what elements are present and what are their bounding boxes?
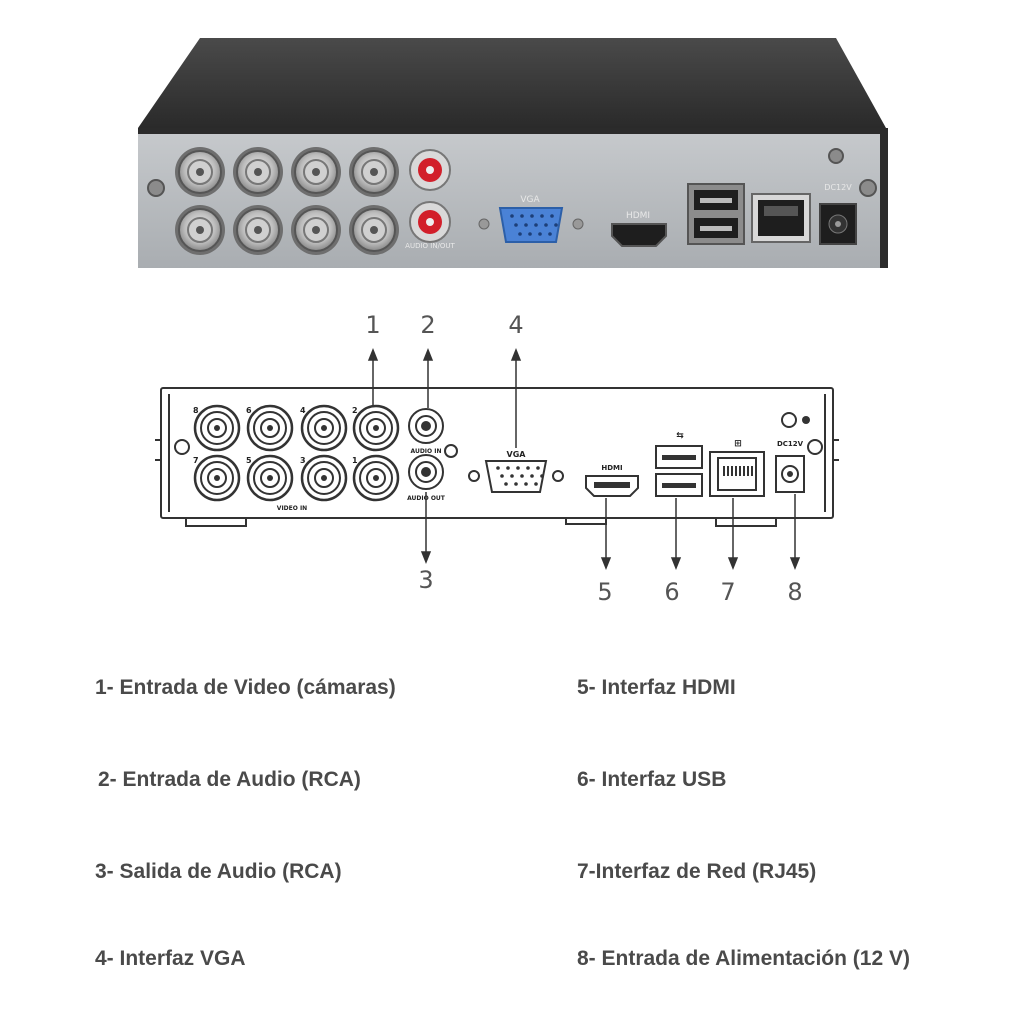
bnc-connector-photo [175,147,225,197]
bnc-number: 4 [300,406,306,415]
diagram-hdmi-port [585,475,639,497]
audio-label-photo: AUDIO IN/OUT [405,242,455,250]
bnc-connector: 7 [193,454,241,502]
callout-1: 1 [365,311,380,339]
diagram-dc-jack [775,455,805,493]
bnc-number: 6 [246,406,252,415]
hdmi-label-photo: HDMI [626,211,650,221]
bnc-connector: 4 [300,404,348,452]
legend-item-8: 8- Entrada de Alimentación (12 V) [577,947,910,970]
audio-in-label: AUDIO IN [411,448,442,455]
callout-lines [367,347,801,571]
bnc-number: 3 [300,456,306,465]
vga-label: VGA [507,450,527,459]
rca-audio-in-photo [409,149,451,191]
bnc-connector: 1 [352,454,400,502]
vga-label-photo: VGA [520,195,540,205]
bnc-connector-photo [291,205,341,255]
diagram-rca-out [408,454,444,490]
rca-audio-out-photo [409,201,451,243]
ground-screw [828,148,844,164]
bnc-connector: 5 [246,454,294,502]
bnc-number: 7 [193,456,199,465]
network-symbol: ⊞ [734,439,742,449]
legend-item-3: 3- Salida de Audio (RCA) [95,860,342,883]
hdmi-label: HDMI [601,464,622,472]
diagram-ground-screw [781,412,797,428]
vga-port-photo [498,207,564,243]
diagram-usb-ports [655,445,703,497]
bnc-connector: 6 [246,404,294,452]
bnc-number: 1 [352,456,358,465]
bnc-number: 5 [246,456,252,465]
hdmi-port-photo [611,223,667,247]
diagram-screw-right [807,439,823,455]
bnc-connector-photo [233,205,283,255]
bnc-connector-photo [233,147,283,197]
bnc-number: 2 [352,406,358,415]
usb-symbol: ⇆ [676,431,684,441]
screw-right [859,179,877,197]
diagram-rj45-port [709,451,765,497]
diagram-rca-in [408,408,444,444]
screw-left [147,179,165,197]
callout-5: 5 [597,578,612,606]
legend-item-2: 2- Entrada de Audio (RCA) [98,768,361,791]
diagram-chassis [155,387,839,527]
video-in-label: VIDEO IN [277,505,307,512]
bnc-connector-photo [349,205,399,255]
callout-6: 6 [664,578,679,606]
diagram-vga-port [484,460,548,493]
callout-7: 7 [720,578,735,606]
legend-item-7: 7-Interfaz de Red (RJ45) [577,860,817,883]
diagram-screw-left [174,439,190,455]
bnc-connector: 3 [300,454,348,502]
dc-label-photo: DC12V [824,183,852,192]
dc-label: DC12V [777,440,804,448]
legend-item-4: 4- Interfaz VGA [95,947,246,970]
legend-item-5: 5- Interfaz HDMI [577,676,736,699]
callout-8: 8 [787,578,802,606]
bnc-connector: 2 [352,404,400,452]
callout-2: 2 [420,311,435,339]
callout-3: 3 [418,566,433,594]
bnc-connector: 8 [193,404,241,452]
bnc-number: 8 [193,406,199,415]
bnc-connector-photo [291,147,341,197]
bnc-connector-photo [175,205,225,255]
dvr-rear-photo: AUDIO IN/OUT VGA HDMI DC12V [138,38,888,268]
bnc-connector-photo [349,147,399,197]
callout-4: 4 [508,311,523,339]
legend-item-6: 6- Interfaz USB [577,768,727,791]
legend-item-1: 1- Entrada de Video (cámaras) [95,676,396,699]
chassis-top-cover [138,38,886,128]
